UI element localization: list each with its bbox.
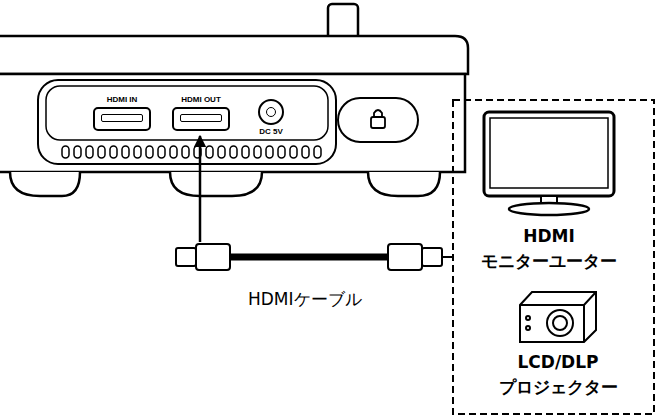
vent-slot [134, 146, 141, 158]
rear-recess [38, 80, 336, 164]
projector-lens [553, 316, 567, 330]
vent-slot [278, 146, 285, 158]
projector-button [526, 326, 530, 330]
cable-plug [196, 244, 230, 270]
projector-button [526, 316, 530, 320]
vent-slot [98, 146, 105, 158]
port-name: HDMI IN [107, 96, 138, 105]
hdmi-port [172, 107, 230, 131]
vent-slot [122, 146, 129, 158]
vent-slot [110, 146, 117, 158]
vent-slots [62, 146, 321, 158]
hdmi-port [93, 107, 151, 131]
dc-jack: DC 5V [258, 99, 284, 137]
device-lid [0, 36, 468, 74]
cable-plug [422, 248, 442, 266]
vent-slot [290, 146, 297, 158]
monitor-screen [490, 118, 608, 188]
cable-line [228, 254, 390, 261]
monitor-label: HDMI モニターユーター [464, 224, 634, 273]
device-foot [10, 172, 80, 196]
lock-recess [338, 98, 418, 142]
monitor-frame [484, 112, 614, 196]
device-name: LCD/DLP プロジェクター [473, 350, 643, 399]
vent-slot [206, 146, 213, 158]
vent-slot [158, 146, 165, 158]
vent-slot [314, 146, 321, 158]
hdmi-cable [176, 244, 453, 270]
projector-edge [520, 292, 596, 342]
port-name: DC 5V [259, 128, 283, 137]
lock-icon [371, 117, 385, 128]
hdmi-in-port: HDMI IN [93, 96, 151, 131]
projector-icon [520, 292, 596, 342]
cable-plug [176, 248, 196, 266]
vent-slot [254, 146, 261, 158]
rear-panel [46, 86, 328, 140]
pointer-arrow [199, 136, 202, 242]
vent-slot [182, 146, 189, 158]
device-body [0, 4, 468, 196]
port-inner [180, 114, 222, 122]
vent-slot [302, 146, 309, 158]
hdmi-out-port: HDMI OUT [172, 96, 230, 131]
port-inner [266, 107, 276, 117]
cable-label: HDMIケーブル [246, 288, 364, 311]
device-foot [368, 172, 440, 196]
projector-label: LCD/DLP プロジェクター [473, 350, 643, 399]
vent-slot [266, 146, 273, 158]
vent-slot [146, 146, 153, 158]
projector-body [520, 292, 596, 342]
port-inner [101, 114, 143, 122]
vent-slot [230, 146, 237, 158]
monitor-base [509, 203, 589, 215]
power-jack [258, 99, 284, 125]
vent-slot [170, 146, 177, 158]
cable-line [442, 256, 453, 258]
vent-slot [218, 146, 225, 158]
cable-plug [388, 244, 422, 270]
port-name: HDMI OUT [181, 96, 221, 105]
vent-slot [242, 146, 249, 158]
vent-slot [62, 146, 69, 158]
projector-lens [547, 310, 573, 336]
lock-icon [374, 110, 382, 117]
device-name: HDMI モニターユーター [464, 224, 634, 273]
vent-slot [74, 146, 81, 158]
vent-slot [86, 146, 93, 158]
monitor-icon [484, 112, 614, 215]
device-rear [0, 74, 465, 172]
device-group-box [453, 100, 654, 414]
device-knob [328, 4, 358, 40]
device-foot [170, 172, 262, 196]
